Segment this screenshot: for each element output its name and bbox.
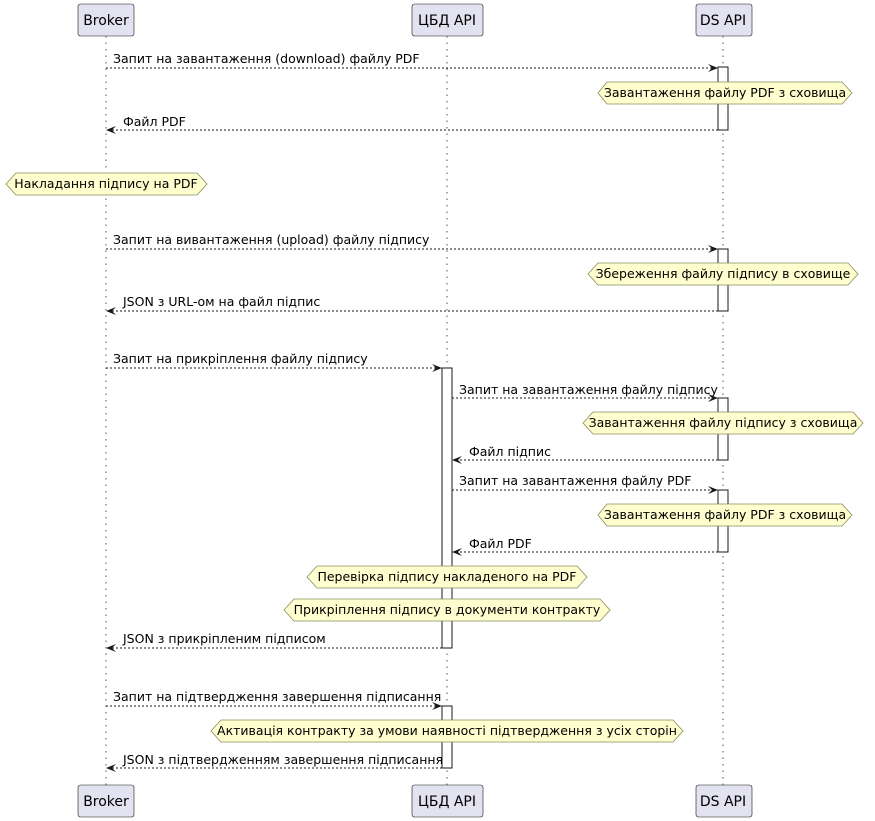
note: Збереження файлу підпису в сховище [587,262,859,286]
note-label: Накладання підпису на PDF [14,176,197,191]
note-label: Активація контракту за умови наявності п… [217,723,677,738]
message-label: Файл PDF [123,114,186,129]
note-label: Перевірка підпису накладеного на PDF [317,569,576,584]
note: Накладання підпису на PDF [5,172,208,196]
participant-label: Broker [83,13,129,29]
note-label: Завантаження файлу PDF з сховища [604,507,846,522]
message-arrow: Файл PDF [452,536,718,556]
participant-broker-top: Broker [77,3,135,37]
message-label: Запит на завантаження (download) файлу P… [113,51,420,66]
participant-ds-bottom: DS API [695,784,753,818]
message-arrow: Файл PDF [106,114,718,134]
message-arrow: Файл підпис [452,444,718,464]
participant-label: DS API [700,13,746,29]
participant-label: DS API [700,794,746,810]
note-label: Завантаження файлу підпису з сховища [589,415,858,430]
participant-label: Broker [83,794,129,810]
message-label: Файл підпис [469,444,551,459]
message-label: Запит на завантаження файлу PDF [459,473,691,488]
note: Завантаження файлу підпису з сховища [582,411,864,435]
activation-cbd [441,367,453,649]
message-arrow: Запит на завантаження файлу підпису [452,382,719,402]
message-label: JSON з URL-ом на файл підпис [122,294,320,309]
participant-cbd-top: ЦБД API [411,3,484,37]
message-label: JSON з прикріпленим підписом [122,631,326,646]
message-label: JSON з підтвердженням завершення підписа… [122,752,443,767]
message-label: Запит на підтвердження завершення підпис… [113,689,441,704]
message-label: Запит на завантаження файлу підпису [459,382,719,397]
message-label: Запит на прикріплення файлу підпису [113,351,368,366]
message-arrow: Запит на завантаження файлу PDF [452,473,718,494]
participant-label: ЦБД API [418,13,476,29]
message-arrow: JSON з URL-ом на файл підпис [106,294,718,315]
note: Завантаження файлу PDF з сховища [597,503,853,527]
message-label: Запит на вивантаження (upload) файлу під… [113,232,430,247]
participant-ds-top: DS API [695,3,753,37]
note: Завантаження файлу PDF з сховища [597,81,853,105]
note: Активація контракту за умови наявності п… [210,719,684,743]
message-arrow: Запит на завантаження (download) файлу P… [106,51,718,72]
participant-cbd-bottom: ЦБД API [411,784,484,818]
message-arrow: Запит на вивантаження (upload) файлу під… [106,232,718,253]
message-arrow: JSON з прикріпленим підписом [106,631,442,652]
message-arrow: JSON з підтвердженням завершення підписа… [106,752,443,772]
note: Перевірка підпису накладеного на PDF [306,565,588,589]
note-label: Прикріплення підпису в документи контрак… [294,602,601,617]
participant-broker-bottom: Broker [77,784,135,818]
note-label: Завантаження файлу PDF з сховища [604,85,846,100]
note: Прикріплення підпису в документи контрак… [283,598,611,622]
note-label: Збереження файлу підпису в сховище [596,266,851,281]
participant-label: ЦБД API [418,794,476,810]
message-arrow: Запит на прикріплення файлу підпису [106,351,442,372]
message-label: Файл PDF [469,536,532,551]
message-arrow: Запит на підтвердження завершення підпис… [106,689,442,710]
